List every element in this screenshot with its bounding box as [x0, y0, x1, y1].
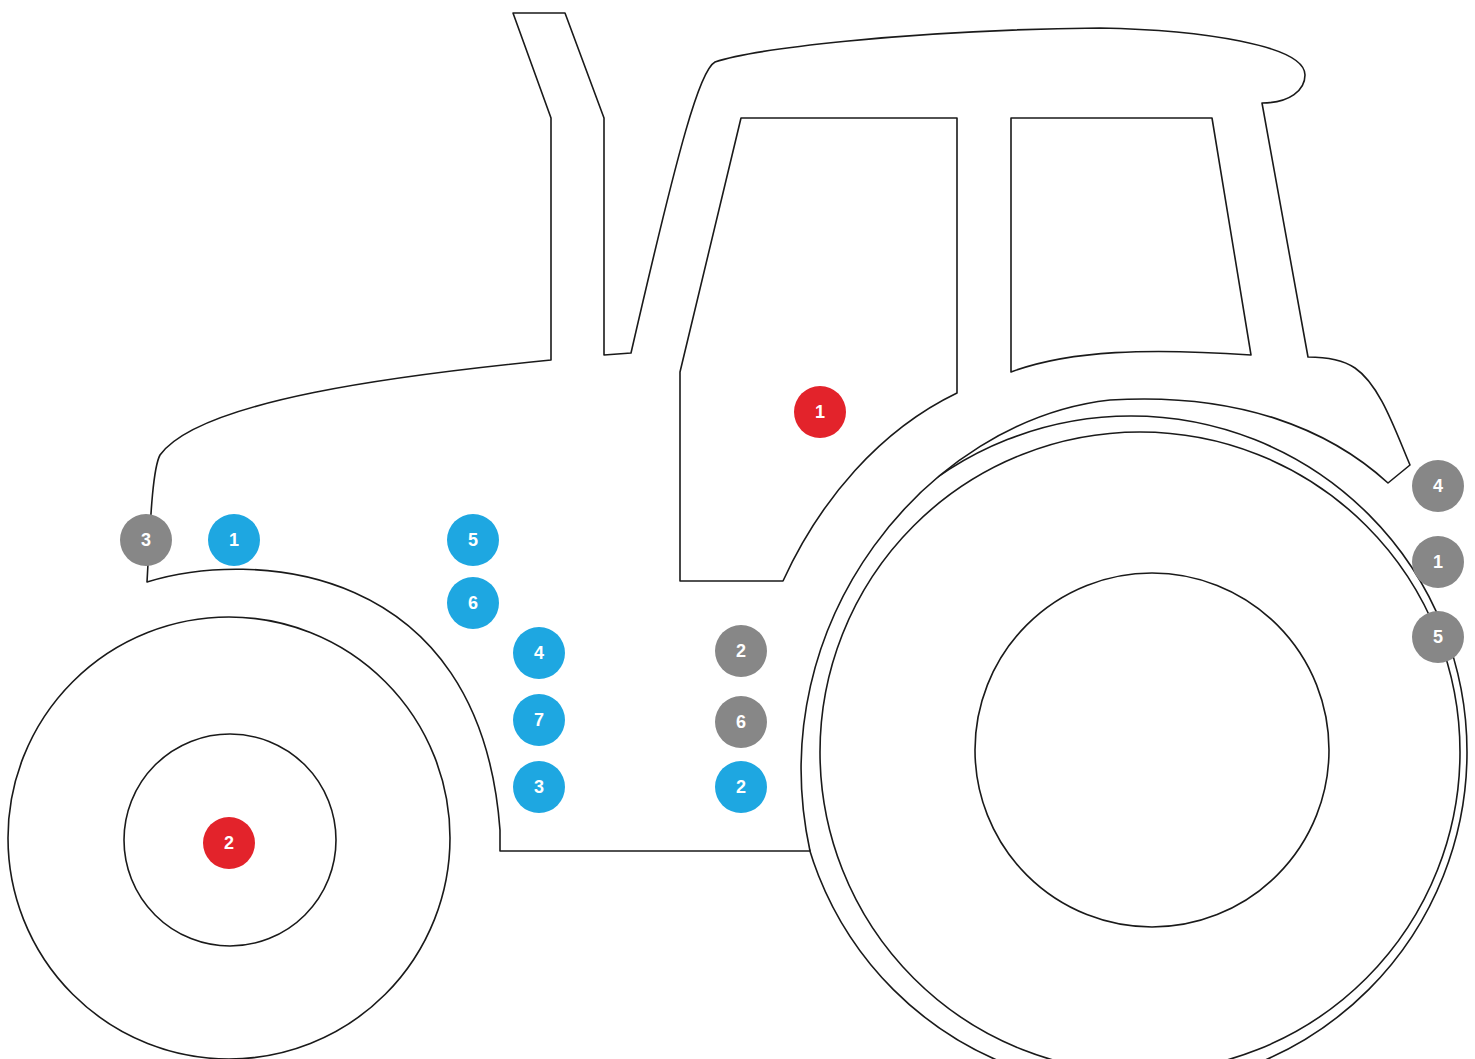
callout-circle: 4: [1412, 460, 1464, 512]
callout-circle: 5: [1412, 611, 1464, 663]
callout-number: 2: [736, 778, 746, 796]
callout-number: 6: [468, 594, 478, 612]
rear-tire-inner: [820, 432, 1460, 1059]
cab-door: [680, 118, 957, 581]
callout-number: 6: [736, 713, 746, 731]
callout-circle: 1: [1412, 536, 1464, 588]
callout-circle: 1: [208, 514, 260, 566]
callout-circle: 6: [447, 577, 499, 629]
callout-number: 5: [468, 531, 478, 549]
front-tire: [8, 617, 450, 1059]
rear-hub: [975, 573, 1329, 927]
callout-circle: 6: [715, 696, 767, 748]
callout-number: 1: [1433, 553, 1443, 571]
callout-number: 2: [736, 642, 746, 660]
tractor-body: [147, 13, 1410, 851]
callout-circle: 2: [715, 625, 767, 677]
callout-number: 2: [224, 834, 234, 852]
callout-circle: 5: [447, 514, 499, 566]
callout-number: 4: [1433, 477, 1443, 495]
callout-circle: 3: [120, 514, 172, 566]
callout-number: 1: [229, 531, 239, 549]
rear-window: [1011, 118, 1251, 372]
callout-circle: 4: [513, 627, 565, 679]
callout-number: 7: [534, 711, 544, 729]
callout-number: 4: [534, 644, 544, 662]
callout-number: 3: [141, 531, 151, 549]
callout-circle: 2: [715, 761, 767, 813]
callout-number: 1: [815, 403, 825, 421]
callout-number: 5: [1433, 628, 1443, 646]
callout-circle: 1: [794, 386, 846, 438]
callout-circle: 3: [513, 761, 565, 813]
callout-circle: 2: [203, 817, 255, 869]
callout-circle: 7: [513, 694, 565, 746]
front-hub: [124, 734, 336, 946]
callout-number: 3: [534, 778, 544, 796]
